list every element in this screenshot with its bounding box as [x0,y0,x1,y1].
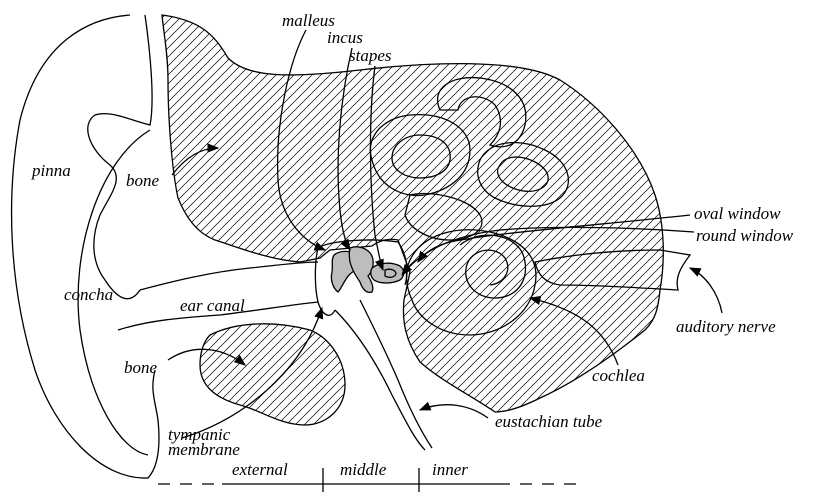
label-stapes: stapes [349,46,392,65]
pinna-inner-fold [88,15,152,299]
label-incus: incus [327,28,363,47]
label-membrane: membrane [168,440,240,459]
auditory-nerve-arrow [690,268,722,313]
label-pinna: pinna [31,161,71,180]
region-external: external [232,460,288,479]
stapes-bone [371,263,404,283]
label-ear-canal: ear canal [180,296,245,315]
label-auditory-nerve: auditory nerve [676,317,776,336]
label-cochlea: cochlea [592,366,645,385]
label-round-window: round window [696,226,794,245]
label-bone-upper: bone [126,171,160,190]
pinna-outline [12,15,159,478]
ear-canal-upper-wall [140,262,318,290]
label-oval-window: oval window [694,204,781,223]
eustachian-arrow [420,405,488,418]
region-inner: inner [432,460,468,479]
label-concha: concha [64,285,113,304]
incus-bone [349,247,373,293]
region-middle: middle [340,460,387,479]
lower-bone [200,324,345,425]
label-bone-lower: bone [124,358,158,377]
label-eustachian-tube: eustachian tube [495,412,603,431]
